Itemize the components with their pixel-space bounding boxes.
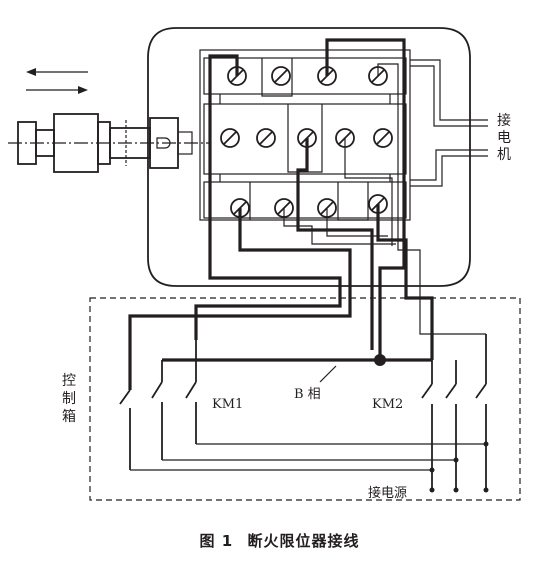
figure-title: 断火限位器接线 — [247, 532, 360, 550]
switch-contact-icon — [151, 381, 163, 460]
svg-text:机: 机 — [497, 147, 511, 163]
label-control-box: 控 制 箱 — [62, 373, 76, 425]
screw-terminal-icon — [220, 128, 240, 148]
label-power: 接电源 — [368, 485, 407, 501]
terminal-row-top — [227, 66, 388, 86]
figure-number: 图 1 — [199, 532, 234, 550]
terminal-row-bottom — [230, 194, 388, 218]
switch-contact-icon — [185, 381, 197, 444]
switch-contact-icon — [475, 383, 487, 490]
svg-text:电: 电 — [497, 130, 511, 146]
screw-terminal-icon — [271, 66, 291, 86]
label-b-phase: B 相 — [294, 387, 321, 402]
b-phase-pointer — [319, 365, 337, 383]
label-km1: KM1 — [212, 397, 243, 412]
switch-contact-icon — [421, 383, 433, 490]
screw-terminal-icon — [256, 128, 276, 148]
figure-caption: 图 1 断火限位器接线 — [0, 530, 559, 551]
limit-switch-housing — [147, 27, 471, 287]
direction-arrows — [26, 68, 88, 94]
internal-wiring-thick — [128, 38, 434, 390]
power-cross-wiring — [130, 441, 489, 493]
shaft-assembly — [8, 113, 210, 173]
label-km2: KM2 — [372, 397, 403, 412]
svg-text:接: 接 — [497, 112, 511, 129]
screw-terminal-icon — [373, 128, 393, 148]
label-motor: 接 电 机 — [497, 112, 511, 163]
internal-wiring-thin — [283, 63, 421, 300]
switch-contact-icon — [119, 389, 131, 470]
svg-text:箱: 箱 — [62, 409, 76, 425]
motor-leads — [410, 59, 488, 187]
switch-contact-icon — [445, 383, 457, 490]
km1-contacts — [119, 381, 197, 470]
terminal-block — [199, 49, 411, 221]
svg-text:控: 控 — [62, 373, 76, 389]
b-phase-bus — [129, 300, 487, 390]
km2-contacts — [421, 383, 487, 490]
control-box — [89, 297, 521, 501]
svg-text:制: 制 — [62, 391, 76, 407]
